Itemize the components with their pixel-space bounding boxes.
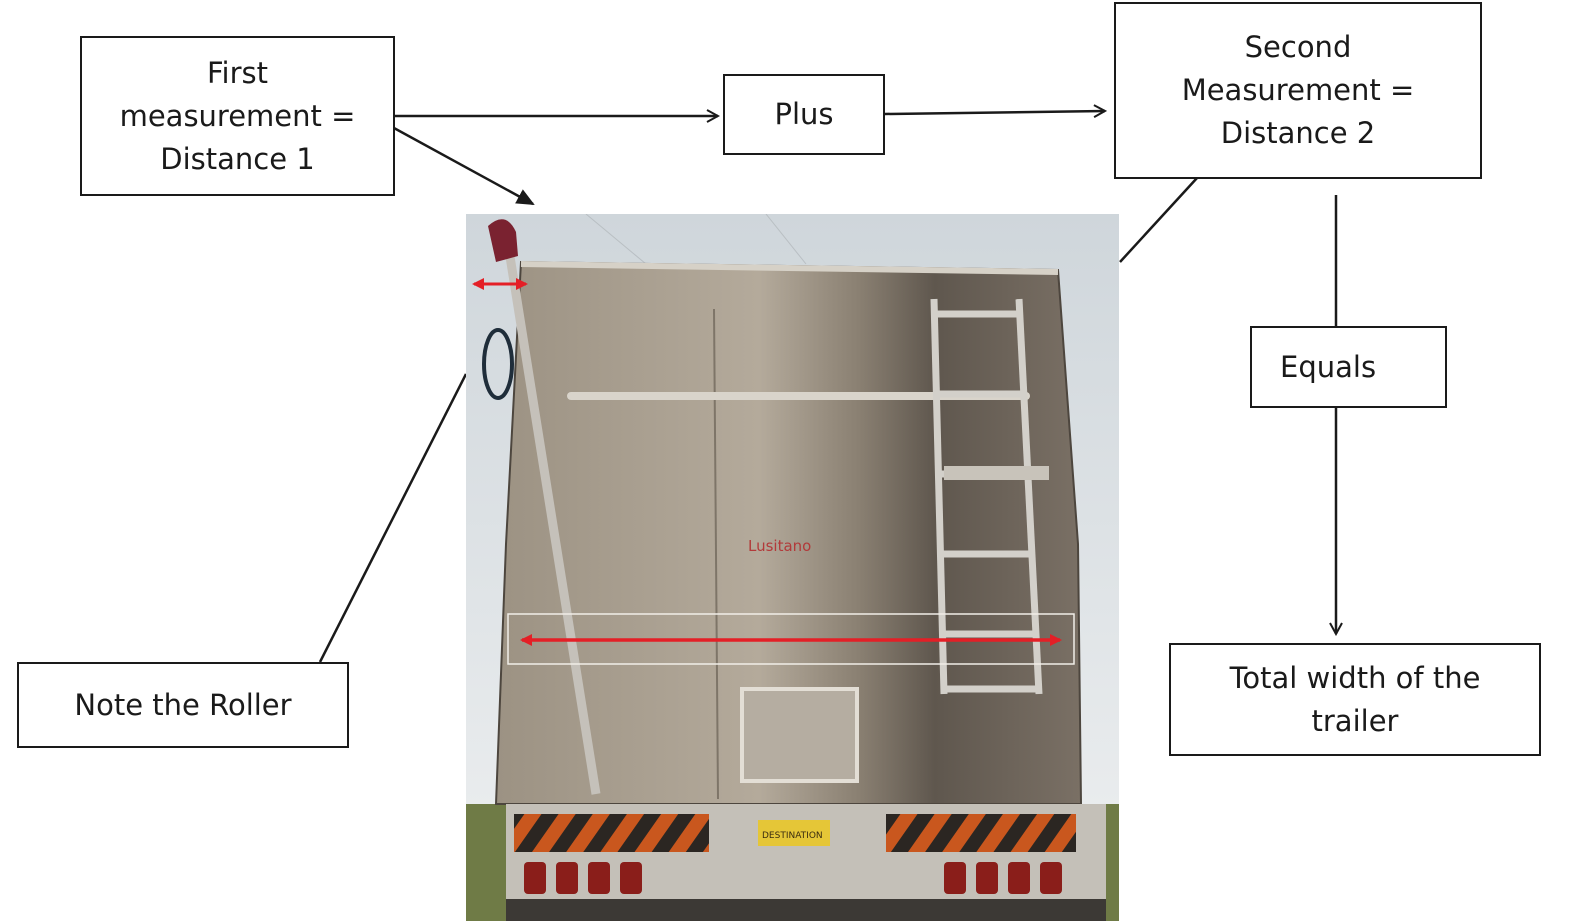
roller-handle (488, 219, 518, 262)
line-second-to-photo (1119, 177, 1198, 263)
door-seam (713, 308, 719, 800)
top-rail (520, 261, 1059, 275)
plate-text: DESTINATION (762, 831, 823, 841)
total-width-box: Total width of the trailer (1169, 643, 1541, 756)
second-measurement-text: Second Measurement = Distance 2 (1181, 30, 1415, 150)
rear-hatch (740, 687, 859, 783)
line-roller-to-photo (318, 373, 468, 663)
first-measurement-text: First measurement = Distance 1 (119, 55, 356, 176)
measurement-highlight (507, 613, 1075, 665)
equals-box: Equals (1250, 326, 1447, 408)
power-line (765, 214, 807, 265)
arrow-first-to-photo (393, 126, 535, 206)
total-width-text: Total width of the trailer (1229, 660, 1481, 738)
lower-frame (506, 899, 1106, 921)
plus-text: Plus (774, 97, 834, 131)
trailer-photo: Lusitano DESTINATION (466, 214, 1119, 921)
first-measurement-box: First measurement = Distance 1 (80, 36, 395, 196)
tail-lights (524, 862, 1062, 894)
second-measurement-box: Second Measurement = Distance 2 (1114, 2, 1482, 179)
number-plate (758, 820, 830, 846)
hazard-strip-left (514, 814, 709, 852)
hazard-strip-right (886, 814, 1076, 852)
note-roller-text: Note the Roller (74, 687, 292, 722)
power-line (585, 214, 647, 265)
arrow-plus-to-second (884, 111, 1105, 114)
plus-box: Plus (723, 74, 885, 155)
note-roller-box: Note the Roller (17, 662, 349, 748)
equals-text: Equals (1280, 349, 1377, 384)
trailer-brand: Lusitano (748, 537, 811, 555)
tarp-roller (503, 243, 601, 795)
ladder-step (944, 466, 1049, 480)
hose-coil (482, 328, 514, 400)
